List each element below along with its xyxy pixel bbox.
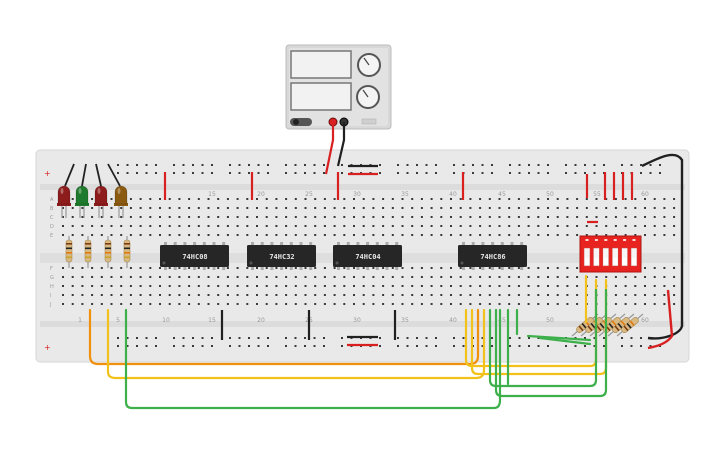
resistor xyxy=(104,236,112,268)
row-letter: G xyxy=(50,275,54,281)
led[interactable] xyxy=(75,185,89,218)
ic-chip[interactable]: 74HC32 xyxy=(247,242,316,270)
led[interactable] xyxy=(57,185,71,218)
resistor xyxy=(84,236,92,268)
row-letter: B xyxy=(50,206,54,212)
dip-toggle[interactable] xyxy=(621,239,628,267)
column-number: 10 xyxy=(162,317,170,324)
row-letter: E xyxy=(50,233,53,239)
ic-chip[interactable]: 74HC08 xyxy=(160,242,229,270)
led-leads xyxy=(64,163,121,187)
voltage-display xyxy=(290,50,352,79)
ic-chip[interactable]: 74HC04 xyxy=(333,242,402,270)
row-letter: A xyxy=(50,197,54,203)
column-number: 45 xyxy=(498,317,506,324)
column-number: 30 xyxy=(353,317,361,324)
column-number: 20 xyxy=(257,191,265,198)
rail-plus-top: + xyxy=(44,169,51,178)
dip-toggle[interactable] xyxy=(593,239,600,267)
column-number: 25 xyxy=(305,191,313,198)
column-number: 30 xyxy=(353,191,361,198)
ic-label: 74HC32 xyxy=(269,253,294,261)
rail-plus-bottom: + xyxy=(44,343,51,352)
ic-group[interactable]: 74HC08 74HC32 74HC04 74HC86 xyxy=(160,242,527,270)
column-number: 60 xyxy=(641,191,649,198)
pulldown-resistor xyxy=(580,313,608,337)
column-number: 1 xyxy=(78,317,82,324)
pulldown-resistor xyxy=(571,313,599,337)
dip-toggle[interactable] xyxy=(583,239,591,267)
column-number: 40 xyxy=(449,317,457,324)
column-number: 40 xyxy=(449,191,457,198)
led[interactable] xyxy=(94,185,108,218)
dip-toggle[interactable] xyxy=(602,239,610,267)
ic-label: 74HC86 xyxy=(480,253,505,261)
row-letter: H xyxy=(50,284,54,290)
row-letter: F xyxy=(50,266,53,272)
column-number: 50 xyxy=(546,191,554,198)
row-letter: J xyxy=(49,302,51,308)
long-wires[interactable] xyxy=(88,274,608,410)
ic-chip[interactable]: 74HC86 xyxy=(458,242,527,270)
board-jumpers[interactable] xyxy=(163,122,684,350)
ic-label: 74HC08 xyxy=(182,253,207,261)
pulldown-resistors xyxy=(571,313,644,337)
row-letter: I xyxy=(50,293,51,299)
column-number: 45 xyxy=(498,191,506,198)
row-letter: D xyxy=(50,224,54,230)
dip-switch[interactable] xyxy=(579,235,642,273)
dip-toggle[interactable] xyxy=(611,239,619,267)
resistor-group xyxy=(65,236,131,268)
column-number: 35 xyxy=(401,191,409,198)
resistor xyxy=(123,236,131,268)
column-numbers-top: 15 20 25 30 35 40 45 50 55 60 xyxy=(208,191,649,198)
row-letter: C xyxy=(50,215,54,221)
led[interactable] xyxy=(114,185,128,218)
column-number: 60 xyxy=(641,317,649,324)
resistor xyxy=(65,236,73,268)
power-supply[interactable] xyxy=(285,44,392,130)
column-number: 55 xyxy=(593,191,601,198)
current-display xyxy=(290,82,352,111)
pulldown-resistor xyxy=(616,313,644,337)
column-number: 15 xyxy=(208,317,216,324)
column-number: 20 xyxy=(257,317,265,324)
ic-label: 74HC04 xyxy=(355,253,380,261)
column-number: 5 xyxy=(116,317,120,324)
led-group[interactable] xyxy=(57,185,128,218)
column-number: 15 xyxy=(208,191,216,198)
column-number: 35 xyxy=(401,317,409,324)
column-number: 50 xyxy=(546,317,554,324)
dip-toggle[interactable] xyxy=(630,239,638,267)
